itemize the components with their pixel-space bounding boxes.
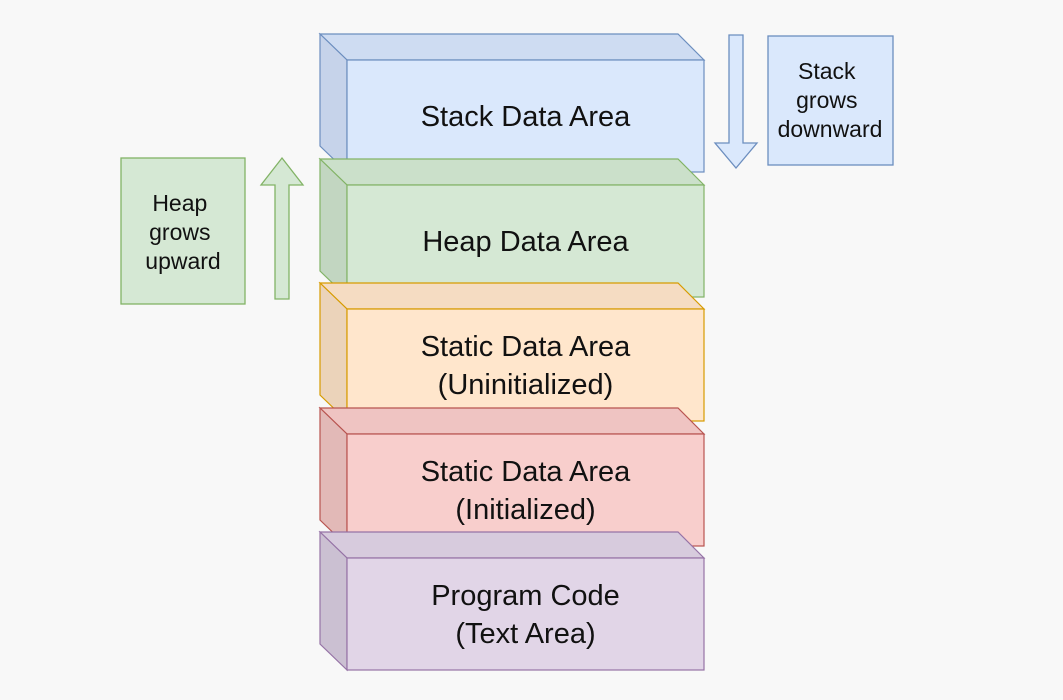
memory-block-front-face <box>346 308 705 422</box>
stack-note-line-1: Stack <box>798 58 856 84</box>
memory-block-front-face <box>346 59 705 173</box>
memory-block-label: Program Code (Text Area) <box>431 580 620 650</box>
stack-grows-downward-arrow-icon <box>713 34 759 170</box>
memory-block-label: Heap Data Area <box>422 226 629 258</box>
memory-block-label-line: (Initialized) <box>455 494 595 526</box>
memory-block-label-line: Program Code <box>431 580 620 612</box>
memory-block-label-line: Static Data Area <box>421 456 631 488</box>
heap-note-line-3: upward <box>145 248 220 274</box>
memory-block-front-face <box>346 557 705 671</box>
heap-note-box <box>120 157 246 305</box>
memory-block-front-face <box>346 433 705 547</box>
heap-note-text: Heap grows upward <box>145 190 220 274</box>
heap-note-line-2: grows <box>149 219 210 245</box>
heap-grows-upward-arrow-icon <box>259 156 305 300</box>
heap-growth-note: Heap grows upward <box>120 156 305 305</box>
memory-block-top-face <box>318 158 706 186</box>
stack-note-box <box>767 35 894 166</box>
memory-block-top-face <box>318 33 706 61</box>
memory-block-static-initialized: Static Data Area (Initialized) <box>318 406 706 548</box>
heap-note-line-1: Heap <box>152 190 207 216</box>
memory-block-top-face <box>318 531 706 559</box>
memory-block-stack: Stack Data Area <box>318 32 706 174</box>
memory-block-label-line: (Text Area) <box>455 618 595 650</box>
memory-block-label: Static Data Area (Initialized) <box>421 456 631 526</box>
memory-block-top-face <box>318 282 706 310</box>
memory-block-label: Stack Data Area <box>421 101 631 133</box>
memory-block-label: Static Data Area (Uninitialized) <box>421 331 631 401</box>
stack-note-line-3: downward <box>778 116 883 142</box>
memory-block-label-line: Heap Data Area <box>422 226 629 258</box>
memory-block-label-line: Stack Data Area <box>421 101 631 133</box>
memory-block-top-face <box>318 407 706 435</box>
memory-block-label-line: (Uninitialized) <box>438 369 614 401</box>
memory-block-static-uninitialized: Static Data Area (Uninitialized) <box>318 281 706 423</box>
stack-note-text: Stack grows downward <box>778 58 883 142</box>
memory-block-program-code: Program Code (Text Area) <box>318 530 706 672</box>
stack-note-line-2: grows <box>796 87 857 113</box>
stack-growth-note: Stack grows downward <box>713 34 894 170</box>
memory-block-heap: Heap Data Area <box>318 157 706 299</box>
memory-block-label-line: Static Data Area <box>421 331 631 363</box>
